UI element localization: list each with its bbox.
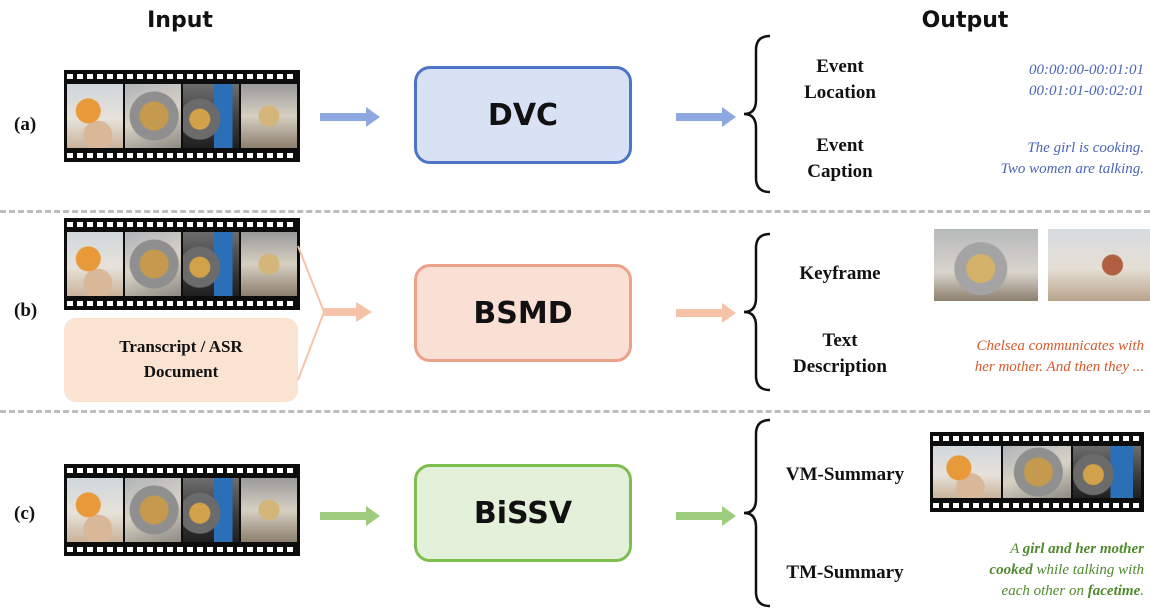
keyframe-image-2 — [1048, 229, 1150, 301]
event-caption-value-line2: Two women are talking. — [1000, 161, 1144, 177]
text-description-label: Text Description — [770, 328, 910, 379]
event-caption-label: Event Caption — [770, 133, 910, 184]
event-location-value: 00:00:00-00:01:01 00:01:01-00:02:01 — [924, 60, 1144, 102]
arrow-dvc-to-output — [676, 107, 736, 127]
event-location-label-line2: Location — [804, 81, 876, 103]
tm-summary-line2: cooked while talking with — [924, 560, 1144, 581]
arrow-input-to-bissv — [320, 506, 380, 526]
tm-line1-bold: girl and her mother — [1022, 541, 1144, 557]
input-video-filmstrip-a — [64, 70, 300, 162]
tm-line2-bold: cooked — [989, 562, 1033, 578]
text-description-value-line2: her mother. And then they ... — [974, 359, 1144, 375]
text-description-label-line2: Description — [793, 355, 887, 377]
bsmd-model-box: BSMD — [414, 264, 632, 362]
text-description-value-line1: Chelsea communicates with — [976, 338, 1144, 354]
event-caption-value: The girl is cooking. Two women are talki… — [904, 138, 1144, 180]
dvc-model-box: DVC — [414, 66, 632, 164]
arrow-bissv-to-output — [676, 506, 736, 526]
merge-lines-b — [297, 245, 372, 381]
tm-line2-plain: while talking with — [1032, 562, 1145, 578]
input-video-filmstrip-c — [64, 464, 300, 556]
row-label-b: (b) — [14, 300, 38, 321]
separator-bc — [0, 410, 1150, 413]
arrow-bsmd-to-output — [676, 303, 736, 323]
transcript-line1: Transcript / ASR — [119, 337, 243, 357]
tm-line1-plain: A — [1010, 541, 1023, 557]
tm-summary-line1: A girl and her mother — [924, 539, 1144, 560]
tm-summary-label: TM-Summary — [786, 562, 904, 583]
tm-line3-plain: each other on — [1001, 583, 1088, 599]
separator-ab — [0, 210, 1150, 213]
event-location-label-line1: Event — [816, 56, 864, 77]
input-video-filmstrip-b — [64, 218, 300, 310]
tm-line3-bold: facetime — [1087, 583, 1141, 599]
text-description-value: Chelsea communicates with her mother. An… — [904, 336, 1144, 378]
row-label-c: (c) — [14, 503, 36, 524]
brace-b — [743, 232, 771, 392]
text-description-label-line1: Text — [822, 330, 858, 351]
tm-summary-line3: each other on facetime. — [924, 581, 1144, 602]
bissv-model-box: BiSSV — [414, 464, 632, 562]
event-location-value-line2: 00:01:01-00:02:01 — [1029, 83, 1144, 99]
input-header: Input — [147, 8, 213, 33]
arrow-input-to-dvc — [320, 107, 380, 127]
tm-summary-value: A girl and her mother cooked while talki… — [924, 539, 1144, 602]
keyframe-image-1 — [934, 229, 1038, 301]
event-caption-label-line2: Caption — [807, 160, 873, 182]
vm-summary-filmstrip — [930, 432, 1144, 512]
output-header: Output — [921, 8, 1009, 33]
event-caption-label-line1: Event — [816, 135, 864, 156]
brace-a — [743, 34, 771, 194]
brace-c — [743, 418, 771, 608]
keyframe-label: Keyframe — [799, 263, 881, 284]
transcript-document-box: Transcript / ASR Document — [64, 318, 298, 402]
event-location-value-line1: 00:00:00-00:01:01 — [1029, 62, 1144, 78]
transcript-line2: Document — [143, 362, 219, 381]
tm-line3-end: . — [1140, 583, 1144, 599]
vm-summary-label: VM-Summary — [785, 464, 905, 485]
event-location-label: Event Location — [770, 54, 910, 105]
row-label-a: (a) — [14, 114, 37, 135]
event-caption-value-line1: The girl is cooking. — [1027, 140, 1144, 156]
